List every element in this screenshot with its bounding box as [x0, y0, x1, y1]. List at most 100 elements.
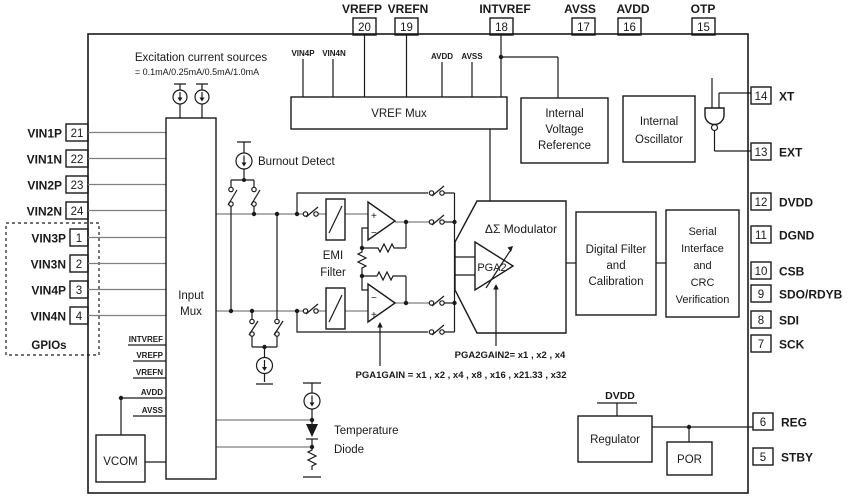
- input-mux-label-2: Mux: [180, 306, 202, 318]
- pin-label: CSB: [779, 265, 805, 279]
- dsm-label: ΔΣ Modulator: [485, 222, 557, 236]
- current-source-icon: [172, 89, 210, 105]
- pga2-gain-label: PGA2GAIN2= x1 , x2 , x4: [455, 350, 566, 361]
- ref-vrefn: VREFN: [136, 368, 163, 377]
- pin-label: VIN4N: [31, 310, 66, 324]
- pin-label: SDI: [779, 314, 799, 328]
- pin-number: 1: [76, 233, 82, 245]
- pin-label: VIN3P: [31, 232, 66, 246]
- pin-number: 3: [76, 285, 82, 297]
- pin-left-VIN2P: 23 VIN2P: [27, 175, 89, 194]
- si-line3: and: [693, 260, 711, 272]
- vrefmux-in-vin4p: VIN4P: [291, 49, 315, 58]
- si-line2: Interface: [681, 243, 724, 255]
- ivr-line2: Voltage: [545, 124, 583, 136]
- pin-number: 24: [71, 206, 84, 218]
- por-label: POR: [677, 454, 702, 466]
- pin-label: STBY: [781, 451, 813, 465]
- pin-label: VIN1P: [27, 127, 62, 141]
- pin-number: 20: [358, 22, 371, 34]
- excitation-title: Excitation current sources: [135, 52, 268, 64]
- pin-number: 15: [697, 22, 710, 34]
- temp-label-1: Temperature: [334, 425, 399, 437]
- pin-number: 11: [755, 230, 767, 242]
- ref-avdd: AVDD: [141, 388, 163, 397]
- serial-interface-block: [665, 209, 740, 318]
- pin-number: 14: [755, 91, 768, 103]
- pin-number: 4: [76, 311, 83, 323]
- pin-number: 13: [755, 147, 768, 159]
- input-mux-label-1: Input: [178, 290, 204, 302]
- vrefmux-in-avdd: AVDD: [431, 52, 453, 61]
- vref-wires: [363, 35, 559, 201]
- input-mux-block: [165, 117, 217, 480]
- si-line5: Verification: [676, 294, 730, 306]
- pin-label: VIN3N: [31, 258, 66, 272]
- vref-mux-block: [290, 96, 508, 130]
- pin-label: VREFN: [388, 2, 429, 16]
- int-voltage-ref-block: [520, 97, 609, 164]
- vrefmux-in-vin4n: VIN4N: [322, 49, 346, 58]
- ivr-line3: Reference: [538, 140, 591, 152]
- si-line4: CRC: [691, 277, 715, 289]
- pin-label: VIN2P: [27, 179, 62, 193]
- delta-sigma-modulator: ΔΣ Modulator PGA2: [454, 200, 576, 334]
- df-line3: Calibration: [589, 276, 644, 288]
- pin-label: SDO/RDYB: [779, 288, 843, 302]
- svg-text:−: −: [371, 293, 377, 304]
- emi-label-1: EMI: [323, 250, 343, 262]
- pin-number: 22: [71, 154, 84, 166]
- svg-text:+: +: [371, 211, 377, 222]
- temperature-diode: Temperature Diode: [303, 382, 399, 478]
- regulator-label: Regulator: [590, 434, 640, 446]
- chip-outline: [87, 33, 749, 494]
- pin-label: INTVREF: [479, 2, 530, 16]
- gain-annotations: PGA2GAIN2= x1 , x2 , x4 PGA1GAIN = x1 , …: [356, 284, 567, 381]
- pin-number: 21: [71, 128, 84, 140]
- pin-label: AVSS: [564, 2, 596, 16]
- pin-left-VIN4N: 4 VIN4N: [31, 306, 89, 325]
- int-oscillator-block: [622, 95, 696, 163]
- mux-ref-labels: INTVREF VREFP VREFN AVDD AVSS: [120, 335, 166, 435]
- ref-vrefp: VREFP: [136, 351, 163, 360]
- pin-number: 18: [495, 22, 508, 34]
- pga-output-switches: [296, 185, 475, 336]
- pga2-triangle: [474, 240, 515, 292]
- junction-dots: [118, 211, 692, 450]
- df-line2: and: [606, 260, 625, 272]
- oscillator-gate-icon: [704, 78, 751, 152]
- pin-number: 2: [76, 259, 82, 271]
- pin-label: EXT: [779, 146, 803, 160]
- pin-label: VIN4P: [31, 284, 66, 298]
- excitation-values: = 0.1mA/0.25mA/0.5mA/1.0mA: [135, 67, 259, 77]
- pga1-gain-label: PGA1GAIN = x1 , x2 , x4 , x8 , x16 , x21…: [356, 370, 567, 381]
- ivr-line1: Internal: [545, 108, 583, 120]
- burnout-detect: Burnout Detect: [227, 141, 336, 311]
- pin-groups: 20VREFP19VREFN18INTVREF17AVSS16AVDD15OTP…: [27, 2, 843, 466]
- pin-left-VIN3N: 2 VIN3N: [31, 254, 89, 273]
- pin-label: REG: [781, 416, 807, 430]
- ref-intvref: INTVREF: [129, 335, 163, 344]
- pin-label: AVDD: [616, 2, 649, 16]
- regulator-section: DVDD Regulator POR: [577, 390, 753, 476]
- vref-mux-inputs: VIN4P VIN4N AVDD AVSS: [291, 49, 483, 97]
- pin-label: SCK: [779, 338, 805, 352]
- pin-left-VIN1P: 21 VIN1P: [27, 123, 89, 142]
- svg-text:−: −: [371, 228, 377, 239]
- pin-number: 19: [400, 22, 413, 34]
- pin-top-VREFN: 19 VREFN: [388, 2, 429, 36]
- por-block: [666, 441, 713, 476]
- regulator-block: [577, 415, 653, 463]
- pin-label: DGND: [779, 229, 815, 243]
- pin-number: 23: [71, 180, 84, 192]
- gpio-label: GPIOs: [31, 340, 66, 352]
